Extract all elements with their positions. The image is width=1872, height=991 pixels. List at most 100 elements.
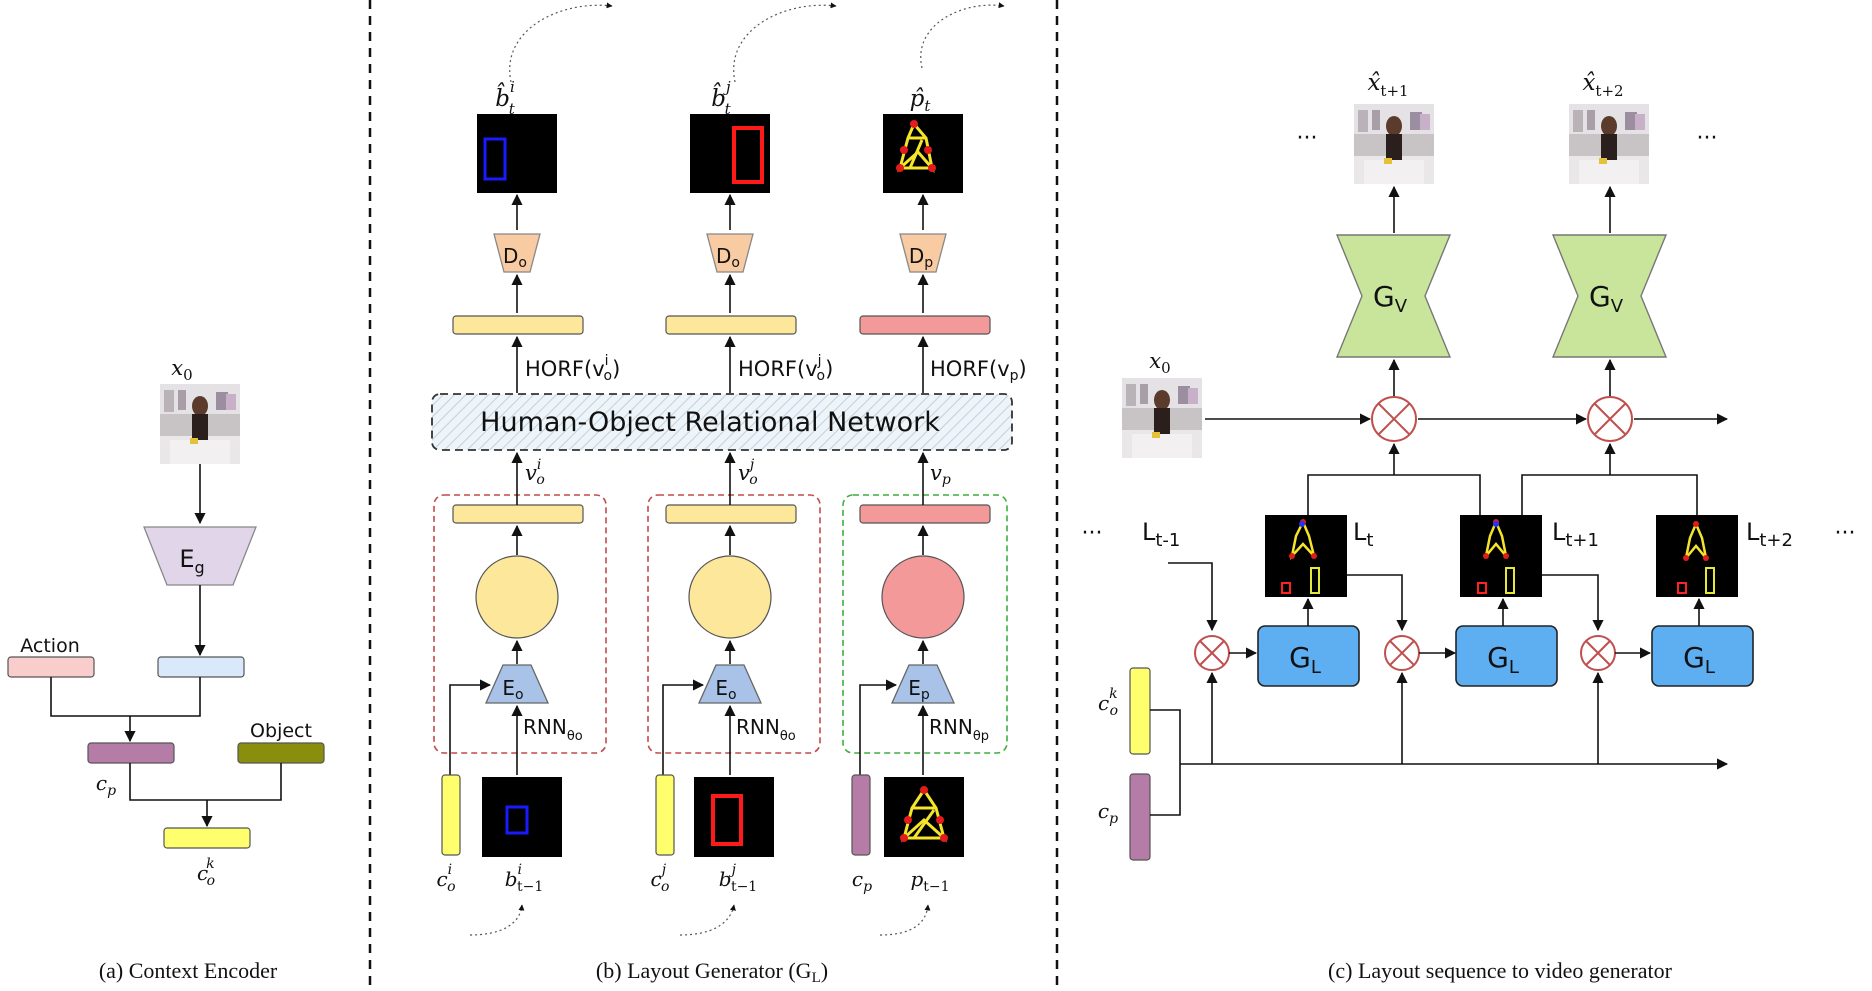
input-frame-image (160, 384, 240, 464)
rnn-state-j (688, 555, 772, 639)
object-i-group (433, 494, 607, 754)
L-tm1-label: Lt-1 (1142, 518, 1180, 551)
decoder-o-i-label: Do (503, 244, 527, 271)
decoder-o-i (493, 233, 541, 273)
rnn-j-label: RNNθo (736, 715, 796, 744)
dots-mid-right: ··· (1835, 521, 1856, 546)
multiply-node-gv-1 (1371, 396, 1417, 442)
cp-label-b: cp (852, 867, 872, 895)
decoder-p (899, 233, 947, 273)
layout-generator-gl-3 (1651, 625, 1754, 687)
action-vector (7, 656, 95, 678)
c-o-i-vector (441, 774, 461, 856)
v-o-i-vector (452, 504, 584, 524)
decoder-o-j-label: Do (716, 244, 740, 271)
encoder-p (890, 664, 956, 704)
rnn-p-label: RNNθp (929, 715, 989, 744)
encoder-eg-label: Eg (179, 545, 204, 577)
rnn-state-i (475, 555, 559, 639)
cp-label: cp (96, 771, 116, 799)
dots-top-left: ··· (1297, 126, 1318, 151)
output-pose (883, 114, 963, 193)
input-box-i (482, 777, 562, 857)
multiply-node-gl-3 (1580, 635, 1616, 671)
multiply-node-gl-1 (1194, 635, 1230, 671)
p-tm1-label: pt−1 (910, 867, 949, 895)
x0-label-c: x0 (1149, 349, 1170, 377)
rnn-state-p (881, 555, 965, 639)
image-feature-vector (157, 656, 245, 678)
v-p-label: vp (930, 461, 951, 488)
gv-1-label: GV (1373, 280, 1408, 317)
caption-b: (b) Layout Generator (GL) (596, 958, 828, 986)
v-o-j-vector (665, 504, 797, 524)
decoder-p-label: Dp (909, 244, 933, 271)
video-generator-gv-1 (1335, 234, 1452, 358)
decoder-o-j (706, 233, 754, 273)
input-frame-c (1122, 378, 1202, 458)
L-tp2-label: Lt+2 (1746, 518, 1793, 551)
gl-2-label: GL (1487, 641, 1519, 678)
object-label: Object (250, 720, 312, 742)
horf-feature-j (665, 315, 797, 335)
video-generator-gv-2 (1551, 234, 1668, 358)
object-j-group (647, 494, 821, 754)
cok-vector-c (1129, 667, 1151, 755)
encoder-p-label: Ep (908, 676, 930, 703)
c-o-j-vector (655, 774, 675, 856)
gv-2-label: GV (1589, 280, 1624, 317)
layout-t1 (1460, 515, 1542, 597)
cp-vector (87, 742, 175, 764)
xhat-t1-label: x̂t+1 (1367, 70, 1408, 100)
L-t-label: Lt (1353, 518, 1373, 551)
encoder-o-j (697, 664, 763, 704)
encoder-o-j-label: Eo (715, 676, 736, 703)
layout-generator-gl-2 (1455, 625, 1558, 687)
generated-frame-t2 (1569, 104, 1649, 184)
rnn-i-label: RNNθo (523, 715, 583, 744)
context-encoder-block (143, 526, 257, 586)
object-vector (237, 742, 325, 764)
encoder-o-i (484, 664, 550, 704)
xhat-t2-label: x̂t+2 (1582, 70, 1623, 100)
cp-label-c: cp (1098, 799, 1118, 827)
horn-label: Human-Object Relational Network (480, 407, 940, 438)
human-object-relational-network (431, 393, 1013, 451)
x0-label: x0 (171, 356, 192, 384)
v-p-vector (859, 504, 991, 524)
output-box-i (477, 114, 557, 193)
encoder-o-i-label: Eo (502, 676, 523, 703)
action-label: Action (20, 635, 80, 657)
cp-vector-b (851, 774, 871, 856)
gl-3-label: GL (1683, 641, 1715, 678)
horf-feature-p (859, 315, 991, 335)
caption-a: (a) Context Encoder (99, 958, 278, 983)
caption-c: (c) Layout sequence to video generator (1328, 958, 1673, 983)
panel-video-generator: x̂t+1 x̂t+2 ··· ··· GV GV x0 (1082, 70, 1856, 983)
person-group (842, 494, 1008, 754)
multiply-node-gl-2 (1384, 635, 1420, 671)
generated-frame-t1 (1354, 104, 1434, 184)
L-tp1-label: Lt+1 (1552, 518, 1599, 551)
horf-feature-i (452, 315, 584, 335)
dots-mid-left: ··· (1082, 521, 1103, 546)
horf-p-label: HORF(vp) (930, 357, 1027, 384)
gl-1-label: GL (1289, 641, 1321, 678)
cp-vector-c (1129, 773, 1151, 861)
cok-vector (163, 827, 251, 849)
